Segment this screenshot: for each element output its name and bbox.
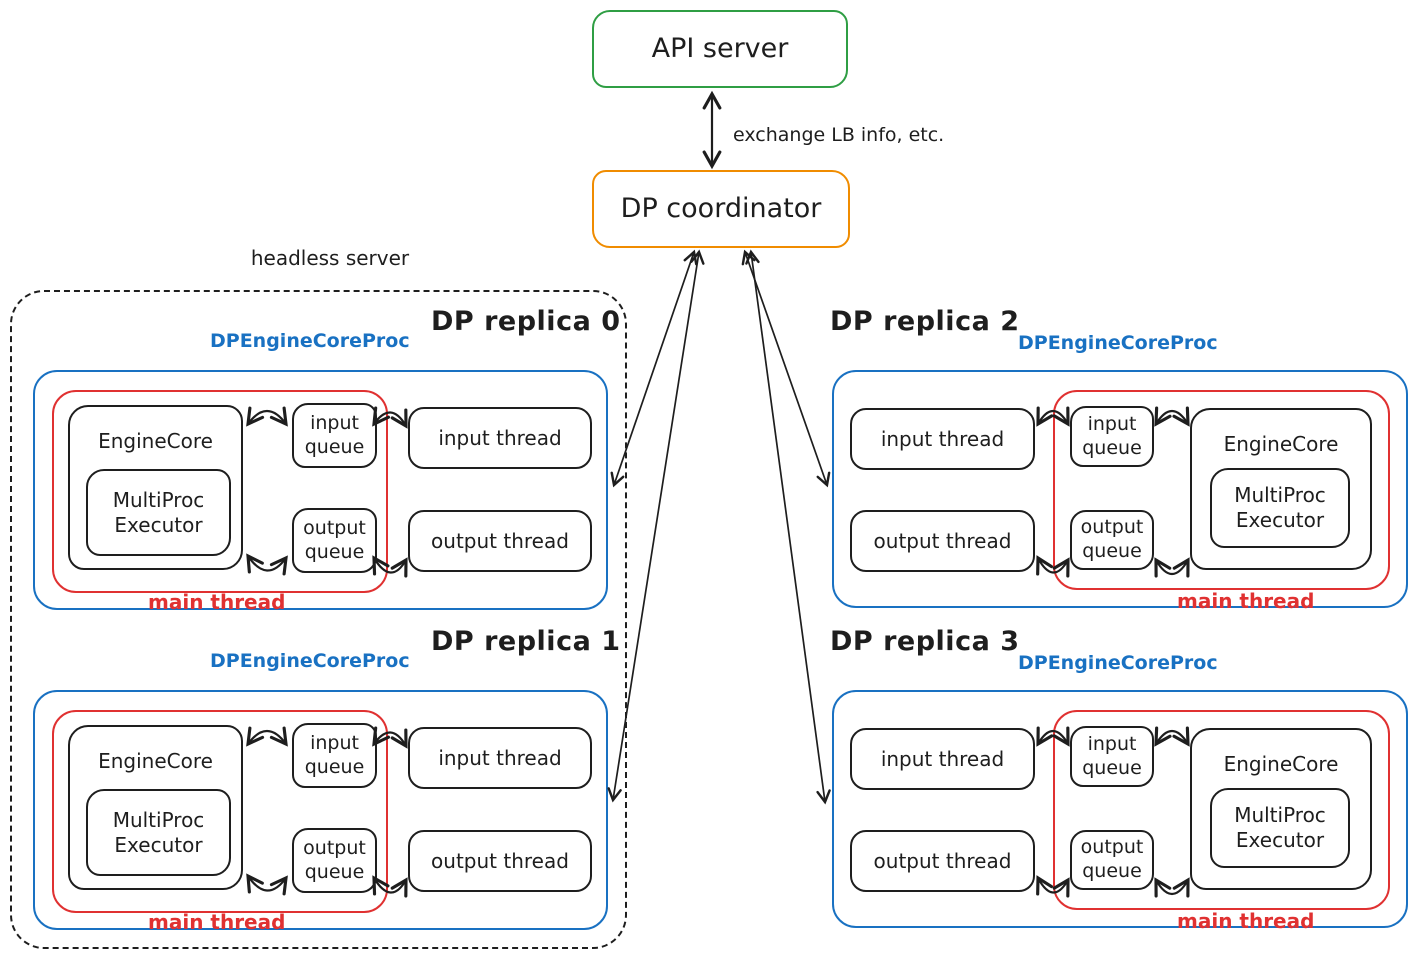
output-queue-box: output queue bbox=[1070, 510, 1154, 570]
output-thread-box: output thread bbox=[850, 830, 1035, 892]
input-queue-box: input queue bbox=[292, 723, 377, 788]
multiproc-executor-label: MultiProc Executor bbox=[1234, 803, 1326, 852]
input-queue-box: input queue bbox=[1070, 406, 1154, 467]
output-thread-label: output thread bbox=[873, 848, 1012, 873]
multiproc-executor-box: MultiProc Executor bbox=[86, 469, 231, 556]
output-queue-label: output queue bbox=[1080, 516, 1144, 562]
output-thread-box: output thread bbox=[850, 510, 1035, 572]
multiproc-executor-box: MultiProc Executor bbox=[1210, 788, 1350, 868]
main-thread-box bbox=[1053, 710, 1390, 910]
input-thread-label: input thread bbox=[880, 426, 1005, 451]
main-thread-box bbox=[52, 710, 388, 913]
dpenginecoreproc-label: DPEngineCoreProc bbox=[1018, 332, 1218, 354]
input-thread-label: input thread bbox=[438, 745, 562, 770]
enginecore-box: EngineCore bbox=[68, 725, 243, 890]
input-queue-label: input queue bbox=[1082, 412, 1142, 459]
dpenginecoreproc-box bbox=[33, 690, 608, 930]
input-thread-label: input thread bbox=[880, 746, 1005, 771]
multiproc-executor-box: MultiProc Executor bbox=[1210, 468, 1350, 548]
enginecore-label: EngineCore bbox=[1223, 432, 1339, 456]
input-queue-box: input queue bbox=[292, 403, 377, 468]
replica-title: DP replica 3 bbox=[830, 626, 1020, 657]
api-server-label: API server bbox=[651, 33, 789, 65]
dp-replica-0: DP replica 0 DPEngineCoreProc EngineCore… bbox=[33, 306, 620, 614]
dp-coordinator-label: DP coordinator bbox=[620, 193, 822, 225]
multiproc-executor-label: MultiProc Executor bbox=[112, 487, 205, 537]
input-thread-box: input thread bbox=[408, 727, 592, 789]
main-thread-label: main thread bbox=[1177, 589, 1315, 613]
arrow-coordinator-replica3 bbox=[745, 249, 831, 805]
output-queue-box: output queue bbox=[292, 508, 377, 573]
input-queue-label: input queue bbox=[304, 411, 365, 458]
enginecore-box: EngineCore bbox=[1190, 728, 1372, 890]
output-thread-label: output thread bbox=[873, 528, 1012, 553]
input-queue-label: input queue bbox=[304, 731, 365, 778]
output-queue-box: output queue bbox=[1070, 830, 1154, 890]
input-thread-box: input thread bbox=[850, 408, 1035, 470]
enginecore-box: EngineCore bbox=[68, 405, 243, 570]
output-thread-label: output thread bbox=[431, 528, 569, 553]
replica-title: DP replica 1 bbox=[431, 626, 621, 657]
main-thread-box bbox=[1053, 390, 1390, 590]
dpenginecoreproc-label: DPEngineCoreProc bbox=[210, 650, 410, 672]
arrow-coordinator-replica2 bbox=[741, 249, 831, 488]
input-queue-box: input queue bbox=[1070, 726, 1154, 787]
multiproc-executor-box: MultiProc Executor bbox=[86, 789, 231, 876]
enginecore-box: EngineCore bbox=[1190, 408, 1372, 570]
output-queue-box: output queue bbox=[292, 828, 377, 893]
input-thread-box: input thread bbox=[408, 407, 592, 469]
dpenginecoreproc-label: DPEngineCoreProc bbox=[1018, 652, 1218, 674]
enginecore-label: EngineCore bbox=[98, 429, 213, 453]
multiproc-executor-label: MultiProc Executor bbox=[112, 807, 205, 857]
dpenginecoreproc-box bbox=[832, 370, 1408, 608]
input-queue-label: input queue bbox=[1082, 732, 1142, 779]
input-thread-box: input thread bbox=[850, 728, 1035, 790]
output-queue-label: output queue bbox=[303, 836, 366, 883]
output-thread-box: output thread bbox=[408, 510, 592, 572]
headless-server-label: headless server bbox=[250, 246, 410, 270]
replica-title: DP replica 0 bbox=[431, 306, 621, 337]
multiproc-executor-label: MultiProc Executor bbox=[1234, 483, 1326, 532]
dpenginecoreproc-box bbox=[832, 690, 1408, 928]
dpenginecoreproc-label: DPEngineCoreProc bbox=[210, 330, 410, 352]
replica-title: DP replica 2 bbox=[830, 306, 1020, 337]
dp-replica-3: DP replica 3 DPEngineCoreProc input thre… bbox=[830, 626, 1408, 933]
dp-coordinator-node: DP coordinator bbox=[592, 170, 850, 248]
main-thread-label: main thread bbox=[148, 910, 286, 934]
enginecore-label: EngineCore bbox=[98, 749, 213, 773]
dpenginecoreproc-box bbox=[33, 370, 608, 610]
dp-replica-2: DP replica 2 DPEngineCoreProc input thre… bbox=[830, 306, 1408, 613]
dp-replica-1: DP replica 1 DPEngineCoreProc EngineCore… bbox=[33, 626, 620, 934]
output-thread-box: output thread bbox=[408, 830, 592, 892]
exchange-note: exchange LB info, etc. bbox=[733, 124, 945, 146]
main-thread-label: main thread bbox=[148, 590, 286, 614]
input-thread-label: input thread bbox=[438, 425, 562, 450]
enginecore-label: EngineCore bbox=[1223, 752, 1339, 776]
api-server-node: API server bbox=[592, 10, 848, 88]
main-thread-box bbox=[52, 390, 388, 593]
output-queue-label: output queue bbox=[303, 516, 366, 563]
output-thread-label: output thread bbox=[431, 848, 569, 873]
main-thread-label: main thread bbox=[1177, 909, 1315, 933]
output-queue-label: output queue bbox=[1080, 836, 1144, 882]
